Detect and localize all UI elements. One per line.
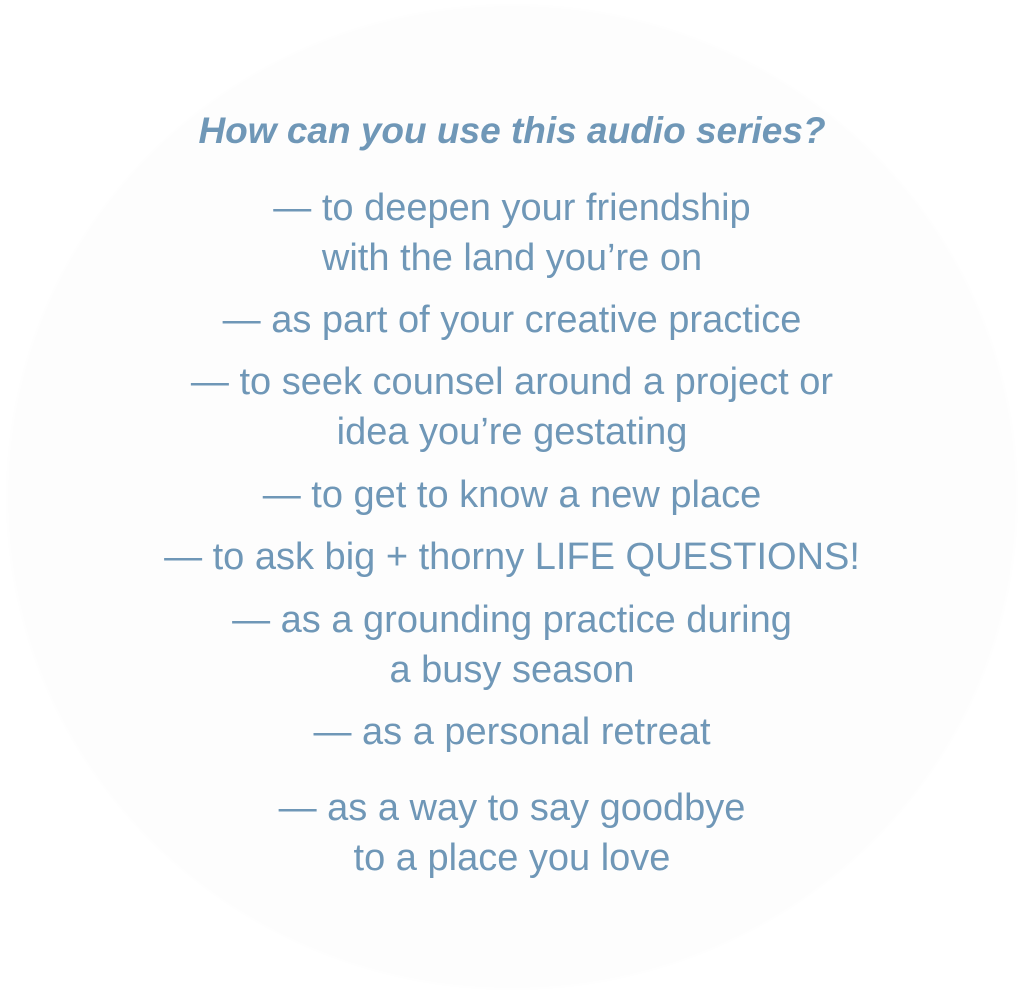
list-item-friendship: — to deepen your friendship with the lan… [0, 183, 1024, 283]
list-item-line: with the land you’re on [321, 237, 703, 279]
list-item-new-place: — to get to know a new place [0, 470, 1024, 520]
list-item-line: — as a grounding practice during [232, 599, 792, 641]
heading: How can you use this audio series? [198, 110, 826, 151]
list-item-line: a busy season [389, 649, 635, 691]
list-item-line: idea you’re gestating [336, 411, 688, 453]
list-item-personal-retreat: — as a personal retreat [0, 707, 1024, 757]
list-item-line: — to ask big + thorny LIFE QUESTIONS! [164, 536, 860, 578]
list-item-grounding-practice: — as a grounding practice during a busy … [0, 595, 1024, 695]
list-item-line: — to seek counsel around a project or [190, 361, 834, 403]
list-item-line: — as a way to say goodbye [278, 787, 746, 829]
list-item-line: — as part of your creative practice [222, 299, 802, 341]
list-item-seek-counsel: — to seek counsel around a project or id… [0, 357, 1024, 457]
list-item-say-goodbye: — as a way to say goodbye to a place you… [0, 783, 1024, 883]
list-item-life-questions: — to ask big + thorny LIFE QUESTIONS! [0, 532, 1024, 582]
list-item-line: — to deepen your friendship [273, 187, 751, 229]
list-item-line: — as a personal retreat [313, 711, 711, 753]
list-item-creative-practice: — as part of your creative practice [0, 295, 1024, 345]
list-item-line: to a place you love [353, 837, 671, 879]
list-item-line: — to get to know a new place [262, 474, 762, 516]
background-circle [8, 6, 1016, 988]
